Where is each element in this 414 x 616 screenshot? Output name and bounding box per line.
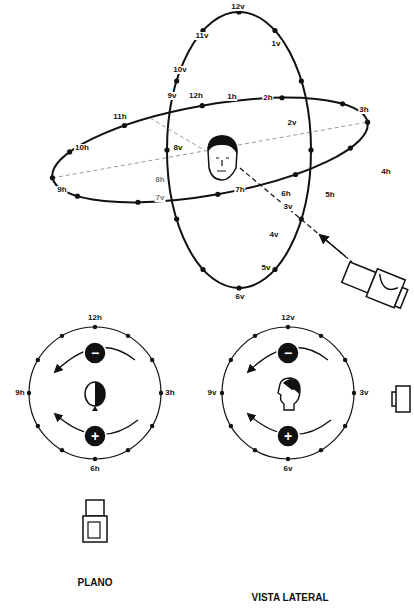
camera-line: [240, 168, 352, 262]
clock-position: 9h: [14, 389, 25, 397]
clock-position: 6v: [235, 293, 246, 301]
clock-position: 1h: [226, 93, 237, 101]
camera: [83, 500, 107, 542]
clock-position: 2h: [262, 94, 273, 102]
sign: −: [284, 346, 292, 360]
clock-position: 11v: [195, 32, 210, 40]
view-title: VISTA LATERAL: [250, 593, 329, 603]
sign-circle: −: [276, 341, 300, 365]
horizontal-orbit: [45, 78, 376, 222]
clock-position: 9v: [207, 389, 218, 397]
clock-position: 10h: [74, 144, 90, 152]
clock-position: 4h: [380, 168, 391, 176]
clock-position: 12v: [280, 314, 295, 322]
clock-position: 12h: [188, 92, 204, 100]
clock-position: 3h: [358, 106, 369, 114]
clock-position: 7h: [234, 186, 245, 194]
head: [208, 135, 237, 180]
plan-circle: [29, 327, 161, 459]
camera: [392, 386, 410, 412]
position-dots: [27, 325, 356, 461]
clock-position: 3v: [283, 203, 294, 211]
clock-position: 8h: [154, 176, 165, 184]
clock-position: 8v: [173, 144, 184, 152]
clock-position: 11h: [112, 113, 127, 121]
sign-circle: +: [83, 424, 107, 448]
sign: −: [91, 346, 99, 360]
head-side-view: [278, 378, 300, 410]
clock-position: 5h: [324, 191, 335, 199]
position-dots: [50, 9, 370, 290]
sign: +: [284, 429, 292, 443]
clock-position: 2v: [287, 119, 298, 127]
clock-position: 9v: [167, 92, 178, 100]
clock-position: 10v: [172, 66, 187, 74]
camera-arrow: [320, 235, 345, 256]
head-top-view: [85, 382, 105, 411]
sign-circle: +: [276, 424, 300, 448]
clock-position: 6v: [283, 465, 294, 473]
clock-position: 9h: [56, 186, 67, 194]
clock-position: 6h: [280, 190, 291, 198]
clock-position: 12h: [87, 314, 103, 322]
camera: [340, 258, 411, 310]
view-title: PLANO: [77, 578, 114, 588]
side-circle: [222, 327, 354, 459]
vertical-orbit: [167, 12, 311, 288]
sign-circle: −: [83, 341, 107, 365]
clock-position: 4v: [269, 231, 280, 239]
sign: +: [91, 429, 99, 443]
clock-position: 6h: [89, 465, 100, 473]
clock-position: 1v: [271, 40, 282, 48]
clock-position: 12v: [230, 3, 245, 11]
clock-position: 3h: [164, 389, 175, 397]
clock-position: 5v: [261, 264, 272, 272]
clock-position: 7v: [155, 194, 166, 202]
clock-position: 3v: [359, 389, 370, 397]
